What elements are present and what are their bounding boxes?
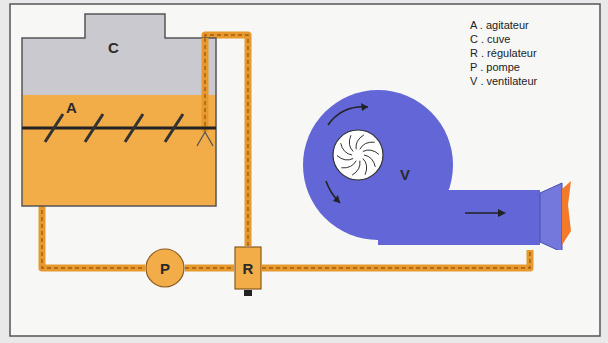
- fan-impeller: [333, 130, 383, 180]
- pipe-core: [42, 196, 145, 268]
- impeller-blade: [363, 159, 367, 175]
- legend-line: C . cuve: [470, 34, 510, 45]
- legend-line: A . agitateur: [470, 20, 529, 31]
- legend-line: P . pompe: [470, 62, 520, 73]
- impeller-blade: [349, 135, 353, 151]
- regulator-drain: [244, 290, 252, 296]
- airflow-head: [361, 103, 368, 111]
- pipe-core: [185, 267, 234, 268]
- legend-line: V . ventilateur: [470, 76, 537, 87]
- impeller-blade: [363, 150, 379, 154]
- fan-duct: [378, 190, 540, 245]
- regulator-body: [235, 247, 261, 289]
- node-shape: [300, 85, 572, 250]
- impeller-blade: [341, 143, 352, 155]
- fuel-pipe: [185, 268, 234, 269]
- pump-circle: P: [145, 248, 185, 288]
- tank-air: [22, 14, 216, 206]
- pipe-wall: [42, 196, 145, 268]
- spray-nozzle: [197, 132, 213, 146]
- tank-outline: [22, 14, 216, 206]
- pipe-wall: [262, 250, 530, 268]
- tank-liquid: [22, 95, 216, 206]
- burner-nozzle: [540, 183, 562, 250]
- agitator-blade: [125, 114, 143, 142]
- regulator-box: R: [234, 246, 262, 290]
- impeller-blade: [337, 156, 353, 160]
- airflow-head: [498, 209, 506, 217]
- return-pipe: [202, 38, 209, 132]
- picture-frame: [10, 4, 600, 336]
- airflow-arrow: [465, 212, 500, 214]
- agitator-shaft: [22, 127, 216, 130]
- legend-line: R . régulateur: [470, 48, 537, 59]
- tank-cuve: C: [20, 10, 220, 208]
- agitator-blade: [165, 114, 183, 142]
- return-pipe-core: [204, 38, 205, 132]
- airflow-arrow: [326, 181, 340, 203]
- flame: [562, 181, 571, 245]
- impeller-blade: [341, 161, 356, 168]
- fuel-pipe: [262, 250, 530, 268]
- impeller-blade: [360, 142, 375, 149]
- pump-body: [146, 249, 184, 287]
- agitator-blade: [85, 114, 103, 142]
- airflow-head: [333, 195, 340, 203]
- part-letter: A: [66, 100, 77, 115]
- node-letter: C: [108, 40, 119, 55]
- node-letter: P: [160, 261, 170, 276]
- pipe-core: [262, 250, 530, 268]
- agitator-blade: [45, 114, 63, 142]
- impeller-blade: [356, 135, 364, 149]
- fan-ventilator: V: [300, 85, 572, 250]
- node-shape: [20, 10, 220, 208]
- fuel-pipe: [42, 196, 145, 268]
- node-letter: R: [243, 261, 254, 276]
- node-letter: V: [400, 167, 410, 182]
- impeller-blade: [364, 155, 375, 167]
- impeller-blade: [352, 161, 360, 175]
- pipe-wall: [185, 265, 234, 272]
